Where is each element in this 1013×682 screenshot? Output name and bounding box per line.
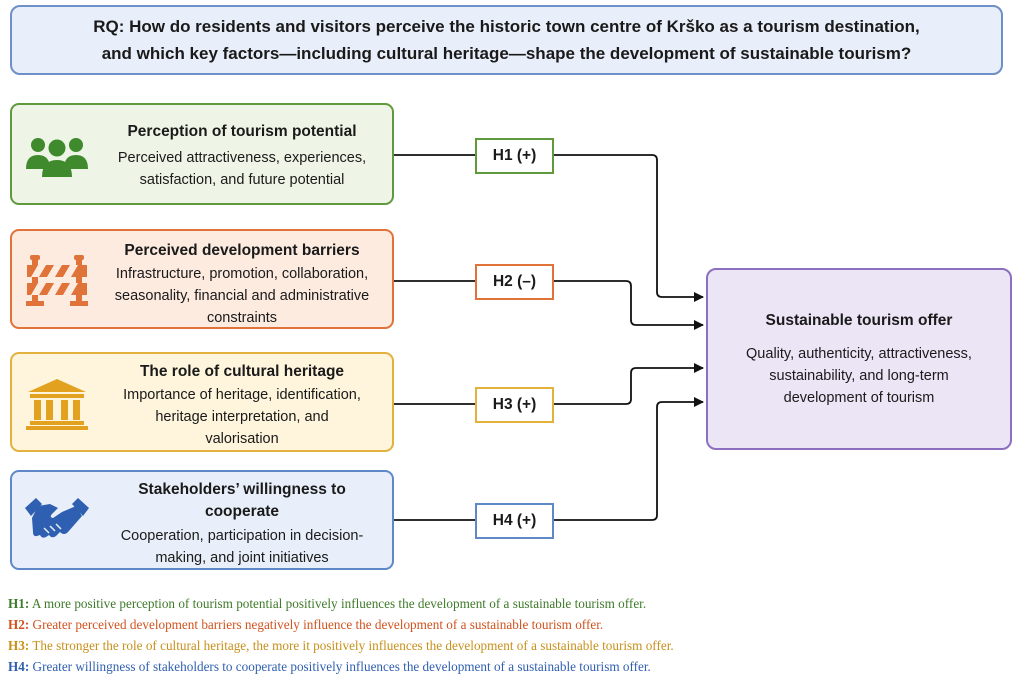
- hypotheses-legend: H1: A more positive perception of touris…: [8, 593, 1008, 677]
- hypothesis-h4-box: H4 (+): [475, 503, 554, 539]
- people-group-icon: [24, 129, 90, 181]
- legend-label: H1:: [8, 596, 30, 611]
- outcome-description: Quality, authenticity, attractiveness, s…: [718, 343, 1000, 409]
- arrow-h2-outcome: [554, 280, 704, 330]
- legend-line-h2: H2: Greater perceived development barrie…: [8, 614, 1008, 635]
- legend-label: H2:: [8, 617, 30, 632]
- research-question-line-2: and which key factors—including cultural…: [101, 44, 912, 63]
- hypothesis-h2-box: H2 (–): [475, 264, 554, 300]
- outcome-box-sustainable-tourism-offer: Sustainable tourism offer Quality, authe…: [706, 268, 1012, 450]
- factor-box-development-barriers: Perceived development barriers Infrastru…: [10, 229, 394, 329]
- handshake-icon: [24, 494, 90, 546]
- arrow-h4-outcome: [554, 397, 704, 521]
- factor-box-tourism-potential: Perception of tourism potential Perceive…: [10, 103, 394, 205]
- legend-text: A more positive perception of tourism po…: [31, 596, 647, 611]
- factor-title: Perceived development barriers: [124, 242, 360, 259]
- factor-title: Stakeholders’ willingness to cooperate: [100, 479, 384, 523]
- arrow-h3-outcome: [554, 363, 704, 405]
- factor-desc-line: Cooperation, participation in decision-: [120, 528, 364, 544]
- legend-text: Greater perceived development barriers n…: [32, 617, 604, 632]
- legend-line-h3: H3: The stronger the role of cultural he…: [8, 635, 1008, 656]
- factor-box-stakeholder-cooperation: Stakeholders’ willingness to cooperate C…: [10, 470, 394, 570]
- outcome-desc-line: sustainability, and long-term: [769, 368, 949, 384]
- legend-label: H3:: [8, 638, 30, 653]
- factor-desc-line: making, and joint initiatives: [155, 550, 329, 566]
- legend-line-h1: H1: A more positive perception of touris…: [8, 593, 1008, 614]
- arrow-h1-outcome: [554, 154, 704, 302]
- legend-text: The stronger the role of cultural herita…: [32, 638, 674, 653]
- hypothesis-h3-box: H3 (+): [475, 387, 554, 423]
- outcome-desc-line: Quality, authenticity, attractiveness,: [746, 346, 972, 362]
- factor-box-cultural-heritage: The role of cultural heritage Importance…: [10, 352, 394, 452]
- factor-title-line: cooperate: [204, 503, 280, 520]
- factor-description: Infrastructure, promotion, collaboration…: [100, 263, 384, 329]
- research-question-box: RQ: How do residents and visitors percei…: [10, 5, 1003, 75]
- outcome-desc-line: development of tourism: [783, 390, 935, 406]
- factor-title: Perception of tourism potential: [127, 123, 357, 140]
- factor-desc-line: Perceived attractiveness, experiences,: [117, 150, 367, 166]
- factor-desc-line: valorisation: [205, 431, 279, 447]
- factor-description: Perceived attractiveness, experiences, s…: [100, 147, 384, 191]
- factor-desc-line: satisfaction, and future potential: [139, 172, 345, 188]
- outcome-title: Sustainable tourism offer: [765, 312, 953, 329]
- factor-description: Cooperation, participation in decision- …: [100, 525, 384, 569]
- legend-label: H4:: [8, 659, 30, 674]
- factor-title-line: Stakeholders’ willingness to: [138, 481, 346, 498]
- factor-desc-line: Infrastructure, promotion, collaboration…: [115, 266, 369, 282]
- factor-desc-line: constraints: [206, 310, 278, 326]
- legend-text: Greater willingness of stakeholders to c…: [32, 659, 651, 674]
- hypothesis-h1-box: H1 (+): [475, 138, 554, 174]
- factor-desc-line: seasonality, financial and administrativ…: [114, 288, 370, 304]
- legend-line-h4: H4: Greater willingness of stakeholders …: [8, 656, 1008, 677]
- classical-building-icon: [24, 378, 90, 430]
- factor-title: The role of cultural heritage: [139, 363, 345, 380]
- research-question-line-1: RQ: How do residents and visitors percei…: [93, 17, 920, 36]
- factor-description: Importance of heritage, identification, …: [100, 384, 384, 450]
- factor-desc-line: heritage interpretation, and: [155, 409, 329, 425]
- factor-desc-line: Importance of heritage, identification,: [123, 387, 361, 403]
- road-barrier-icon: [24, 255, 90, 307]
